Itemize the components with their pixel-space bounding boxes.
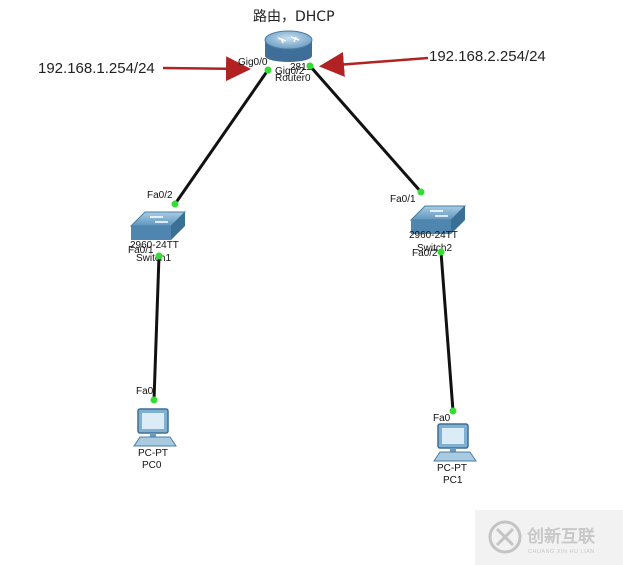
left-subnet-label: 192.168.1.254/24 <box>38 60 155 77</box>
switch1-icon[interactable] <box>129 211 187 240</box>
watermark-text: 创新互联 <box>526 526 595 547</box>
router-model-label: 2811 <box>290 62 312 73</box>
link-router-switch2[interactable] <box>308 65 423 193</box>
port-status-dots <box>150 62 457 415</box>
diagram-title: 路由，DHCP <box>253 9 335 25</box>
switch2-icon[interactable] <box>409 205 467 234</box>
switch2-port-up-label: Fa0/1 <box>390 194 416 205</box>
switch1-port-up-label: Fa0/2 <box>147 190 173 201</box>
right-subnet-label: 192.168.2.254/24 <box>429 48 546 65</box>
pc1-name-label: PC1 <box>443 475 463 486</box>
arrow-left-subnet <box>162 56 251 82</box>
router-port-left-label: Gig0/0 <box>238 57 268 68</box>
switch2-model-label: 2960-24TT <box>409 230 458 241</box>
logo-x-icon <box>488 520 522 554</box>
switch1-port-down-label: Fa0/1 <box>128 245 154 256</box>
pc0-type-label: PC-PT <box>138 448 168 459</box>
switch1-model-label: 2960-24TT <box>130 240 179 251</box>
pc0-icon[interactable] <box>133 408 177 447</box>
link-switch2-pc1[interactable] <box>439 251 455 412</box>
router-port-right-label: Gig0/2 <box>275 66 305 77</box>
pc1-port-label: Fa0 <box>433 413 451 424</box>
router-icon[interactable] <box>264 30 313 62</box>
link-router-switch1[interactable] <box>173 69 270 205</box>
pc1-type-label: PC-PT <box>437 463 467 474</box>
router-name-label: Router0 <box>275 73 311 84</box>
switch2-port-down-label: Fa0/2 <box>412 248 438 259</box>
watermark: 创新互联 CHUANG XIN HU LIAN <box>475 510 623 565</box>
watermark-subtext: CHUANG XIN HU LIAN <box>528 549 595 555</box>
link-switch1-pc0[interactable] <box>152 255 161 401</box>
pc0-port-label: Fa0 <box>136 386 154 397</box>
switch1-name-label: Switch1 <box>136 253 171 264</box>
switch2-name-label: Switch2 <box>417 243 452 254</box>
arrow-right-subnet <box>319 52 429 77</box>
pc1-icon[interactable] <box>433 423 477 462</box>
pc0-name-label: PC0 <box>142 460 162 471</box>
